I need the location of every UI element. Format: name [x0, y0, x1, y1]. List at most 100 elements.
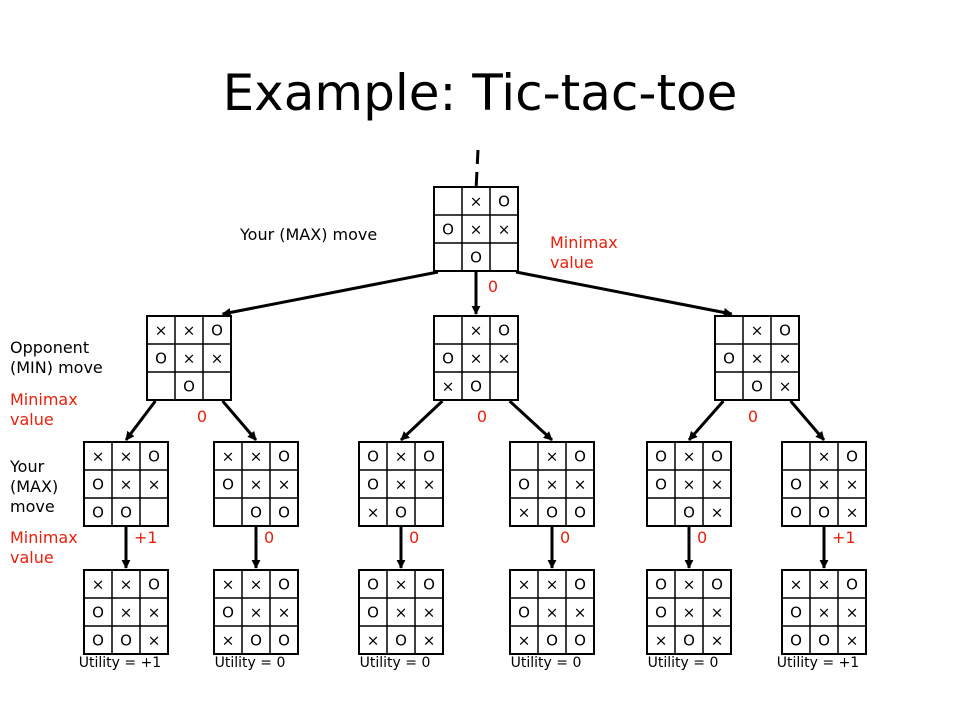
x-mark: × [546, 576, 559, 594]
x-mark: × [683, 476, 696, 494]
o-mark: O [574, 504, 586, 522]
o-mark: O [723, 350, 735, 368]
x-mark: × [751, 322, 764, 340]
x-mark: × [846, 604, 859, 622]
x-mark: × [711, 632, 724, 650]
o-mark: O [655, 448, 667, 466]
edge-l1-1-to-l2-3 [508, 399, 554, 442]
x-mark: × [683, 576, 696, 594]
o-mark: O [278, 632, 290, 650]
x-mark: × [498, 221, 511, 239]
o-mark: O [711, 576, 723, 594]
x-mark: × [155, 322, 168, 340]
opponent-min-move-label: Opponent (MIN) move [10, 338, 103, 377]
o-mark: O [278, 448, 290, 466]
x-mark: × [546, 604, 559, 622]
x-mark: × [183, 350, 196, 368]
tree-edges [121, 270, 829, 569]
x-mark: × [683, 604, 696, 622]
board-frame [433, 186, 519, 272]
minimax-value-mid-label: Minimax value [10, 390, 83, 429]
slide-title: Example: Tic-tac-toe [223, 64, 738, 122]
x-mark: × [818, 476, 831, 494]
x-mark: × [683, 448, 696, 466]
board-frame [646, 569, 732, 655]
level2-board-4: O×OO××O× [646, 441, 732, 527]
o-mark: O [92, 476, 104, 494]
o-mark: O [655, 476, 667, 494]
incoming-dashed-line [474, 149, 480, 191]
x-mark: × [574, 476, 587, 494]
x-mark: × [546, 448, 559, 466]
x-mark: × [470, 322, 483, 340]
o-mark: O [779, 322, 791, 340]
board-frame [358, 569, 444, 655]
o-mark: O [574, 448, 586, 466]
x-mark: × [518, 576, 531, 594]
x-mark: × [779, 378, 792, 396]
o-mark: O [818, 504, 830, 522]
x-mark: × [423, 604, 436, 622]
x-mark: × [395, 604, 408, 622]
edge-l1-0-to-l2-0 [124, 400, 157, 441]
o-mark: O [211, 322, 223, 340]
x-mark: × [423, 476, 436, 494]
x-mark: × [779, 350, 792, 368]
x-mark: × [148, 604, 161, 622]
level1-board-0: ××OO××O [146, 315, 232, 401]
o-mark: O [790, 604, 802, 622]
x-mark: × [120, 604, 133, 622]
level1-minimax-value-2: 0 [748, 407, 758, 426]
o-mark: O [470, 378, 482, 396]
o-mark: O [518, 604, 530, 622]
x-mark: × [120, 476, 133, 494]
x-mark: × [818, 604, 831, 622]
o-mark: O [751, 378, 763, 396]
o-mark: O [423, 576, 435, 594]
x-mark: × [367, 504, 380, 522]
x-mark: × [222, 448, 235, 466]
o-mark: O [470, 249, 482, 267]
o-mark: O [92, 504, 104, 522]
x-mark: × [395, 576, 408, 594]
o-mark: O [790, 476, 802, 494]
o-mark: O [120, 632, 132, 650]
x-mark: × [423, 632, 436, 650]
x-mark: × [367, 632, 380, 650]
x-mark: × [711, 504, 724, 522]
o-mark: O [250, 632, 262, 650]
x-mark: × [498, 350, 511, 368]
board-frame [213, 441, 299, 527]
x-mark: × [92, 576, 105, 594]
leaf-utility-5: Utility = +1 [777, 655, 859, 671]
x-mark: × [148, 632, 161, 650]
o-mark: O [395, 504, 407, 522]
level1-board-2: ×OO××O× [714, 315, 800, 401]
o-mark: O [222, 604, 234, 622]
minimax-value-bottom-label: Minimax value [10, 528, 83, 567]
x-mark: × [148, 476, 161, 494]
x-mark: × [711, 604, 724, 622]
x-mark: × [222, 632, 235, 650]
level2-minimax-value-2: 0 [409, 528, 419, 547]
edge-root-to-l1-2 [515, 270, 733, 317]
x-mark: × [250, 576, 263, 594]
o-mark: O [250, 504, 262, 522]
o-mark: O [367, 604, 379, 622]
x-mark: × [211, 350, 224, 368]
o-mark: O [442, 221, 454, 239]
edge-root-to-l1-0 [221, 270, 439, 317]
board-frame [433, 315, 519, 401]
board-frame [83, 441, 169, 527]
o-mark: O [442, 350, 454, 368]
edge-l1-2-to-l2-5 [789, 400, 826, 441]
o-mark: O [423, 448, 435, 466]
your-max-move-label: Your (MAX) move [239, 225, 377, 244]
o-mark: O [574, 632, 586, 650]
x-mark: × [92, 448, 105, 466]
